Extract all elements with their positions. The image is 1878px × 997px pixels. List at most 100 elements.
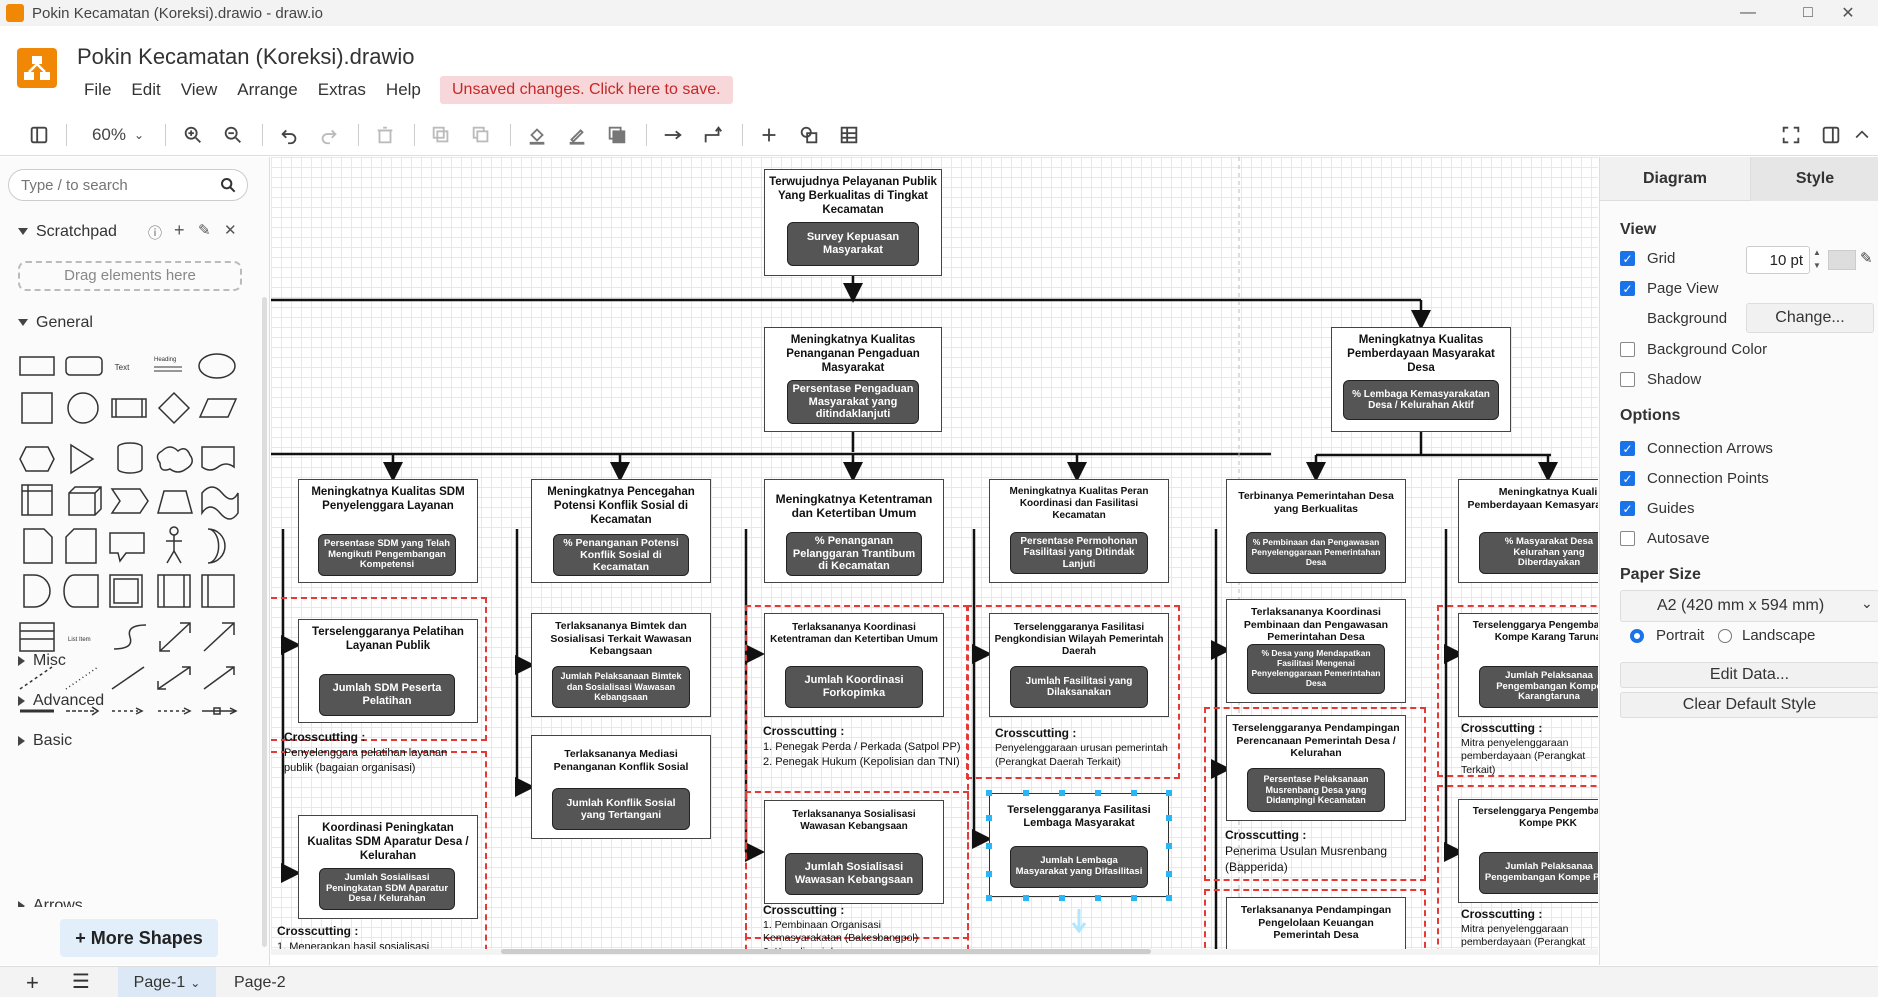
autosave-checkbox[interactable]: Autosave (1620, 530, 1710, 547)
format-panel-toggle-icon[interactable] (1818, 122, 1844, 148)
tab-diagram[interactable]: Diagram (1600, 157, 1750, 201)
edit-data-button[interactable]: Edit Data... (1620, 662, 1878, 688)
landscape-radio[interactable]: Landscape (1718, 627, 1815, 644)
minimize-icon[interactable]: — (1740, 4, 1756, 21)
node-indicator[interactable]: % Penanganan Pelanggaran Trantibum di Ke… (786, 532, 922, 576)
arrows-header[interactable]: Arrows (18, 897, 83, 907)
shadow-icon[interactable] (604, 122, 630, 148)
shape-search-input[interactable] (8, 169, 248, 201)
change-background-button[interactable]: Change... (1746, 303, 1874, 333)
clear-default-style-button[interactable]: Clear Default Style (1620, 692, 1878, 718)
node-indicator[interactable]: Persentase Pelaksanaan Musrenbang Desa y… (1247, 768, 1385, 812)
general-header[interactable]: General (18, 314, 93, 332)
node-indicator[interactable]: Jumlah Pelaksanaan Bimtek dan Sosialisas… (552, 666, 690, 708)
node-indicator[interactable]: Persentase SDM yang Telah Mengikuti Peng… (318, 534, 456, 576)
menu-view[interactable]: View (180, 80, 218, 99)
menu-arrange[interactable]: Arrange (237, 80, 298, 99)
node-d4a[interactable]: Terselenggaranya Fasilitasi Pengkondisia… (989, 613, 1169, 717)
node-c4[interactable]: Meningkatnya Kualitas Peran Koordinasi d… (989, 479, 1169, 583)
to-back-icon[interactable] (468, 122, 494, 148)
collapse-chevron-up-icon[interactable] (1852, 122, 1872, 148)
search-icon[interactable] (220, 177, 236, 193)
node-c6[interactable]: Meningkatnya Kuali Pemberdayaan Kemasyar… (1458, 479, 1598, 583)
paper-size-select[interactable]: A2 (420 mm x 594 mm)⌄ (1620, 590, 1878, 622)
sidebar-scrollbar[interactable] (262, 297, 267, 947)
grid-size-stepper[interactable]: ▲▼ (1813, 248, 1821, 270)
node-l2a[interactable]: Meningkatnya Kualitas Penanganan Pengadu… (764, 327, 942, 432)
node-d3a[interactable]: Terlaksananya Koordinasi Ketentraman dan… (764, 613, 944, 717)
node-indicator[interactable]: Jumlah Sosialisasi Peningkatan SDM Apara… (319, 868, 455, 910)
node-d5b[interactable]: Terselenggaranya Pendampingan Perencanaa… (1226, 715, 1406, 821)
close-icon[interactable]: ✕ (1841, 5, 1855, 22)
node-indicator[interactable]: Jumlah Fasilitasi yang Dilaksanakan (1010, 666, 1148, 708)
node-indicator[interactable]: Survey Kepuasan Masyarakat (787, 222, 919, 266)
node-indicator[interactable]: Jumlah SDM Peserta Pelatihan (319, 674, 455, 716)
sidebar-toggle-icon[interactable] (26, 122, 52, 148)
guides-checkbox[interactable]: ✓Guides (1620, 500, 1695, 517)
node-indicator[interactable]: Jumlah Konflik Sosial yang Tertangani (552, 788, 690, 830)
undo-icon[interactable] (276, 122, 302, 148)
node-l2b[interactable]: Meningkatnya Kualitas Pemberdayaan Masya… (1331, 327, 1511, 432)
node-d2a[interactable]: Terlaksananya Bimtek dan Sosialisasi Ter… (531, 613, 711, 717)
node-indicator[interactable]: Jumlah Koordinasi Forkopimka (785, 666, 923, 708)
menu-help[interactable]: Help (385, 80, 421, 99)
node-indicator[interactable]: Persentase Permohonan Fasilitasi yang Di… (1010, 532, 1148, 574)
more-shapes-button[interactable]: + More Shapes (60, 919, 218, 957)
node-d4b-selected[interactable]: Terselenggaranya Fasilitasi Lembaga Masy… (989, 793, 1169, 897)
connection-arrows-checkbox[interactable]: ✓Connection Arrows (1620, 440, 1773, 457)
node-indicator[interactable]: % Pembinaan dan Pengawasan Penyelenggara… (1246, 532, 1386, 574)
connection-straight-icon[interactable] (660, 122, 686, 148)
node-d3b[interactable]: Terlaksananya Sosialisasi Wawasan Kebang… (764, 800, 944, 904)
node-d2b[interactable]: Terlaksananya Mediasi Penanganan Konflik… (531, 735, 711, 839)
fullscreen-icon[interactable] (1778, 122, 1804, 148)
node-d6b[interactable]: Terselenggarya Pengembangan Kompe PKK Ju… (1458, 799, 1598, 903)
zoom-dropdown[interactable]: 60%⌄ (86, 122, 150, 148)
node-c2[interactable]: Meningkatnya Pencegahan Potensi Konflik … (531, 479, 711, 583)
insert-plus-icon[interactable] (756, 122, 782, 148)
node-d1b[interactable]: Koordinasi Peningkatan Kualitas SDM Apar… (298, 815, 478, 919)
add-icon[interactable]: + (174, 220, 185, 240)
misc-header[interactable]: Misc (18, 652, 66, 670)
document-title[interactable]: Pokin Kecamatan (Koreksi).drawio (77, 44, 415, 69)
menu-edit[interactable]: Edit (131, 80, 161, 99)
tab-style[interactable]: Style (1750, 157, 1878, 201)
waypoints-icon[interactable] (700, 122, 726, 148)
zoom-out-icon[interactable] (220, 122, 246, 148)
node-d1a[interactable]: Terselenggaranya Pelatihan Layanan Publi… (298, 619, 478, 723)
help-icon[interactable]: ⓘ (148, 225, 162, 241)
tab-page-1[interactable]: Page-1⌄ (118, 967, 216, 997)
basic-header[interactable]: Basic (18, 732, 72, 750)
node-indicator[interactable]: Persentase Pengaduan Masyarakat yang dit… (787, 380, 919, 424)
menu-extras[interactable]: Extras (317, 80, 366, 99)
node-c3[interactable]: Meningkatnya Ketentraman dan Ketertiban … (764, 479, 944, 583)
delete-icon[interactable] (372, 122, 398, 148)
node-indicator[interactable]: Jumlah Sosialisasi Wawasan Kebangsaan (785, 853, 923, 895)
node-indicator[interactable]: Jumlah Pelaksanaa Pengembangan Kompe Kar… (1479, 666, 1598, 708)
eyedropper-icon[interactable]: ✎ (1860, 250, 1873, 267)
node-c5[interactable]: Terbinanya Pemerintahan Desa yang Berkua… (1226, 479, 1406, 583)
node-indicator[interactable]: % Lembaga Kemasyarakatan Desa / Keluraha… (1343, 380, 1499, 420)
shadow-checkbox[interactable]: Shadow (1620, 371, 1701, 388)
connection-points-checkbox[interactable]: ✓Connection Points (1620, 470, 1769, 487)
pages-menu-icon[interactable]: ☰ (72, 971, 90, 993)
table-icon[interactable] (836, 122, 862, 148)
scratchpad-dropzone[interactable]: Drag elements here (18, 261, 242, 291)
node-c1[interactable]: Meningkatnya Kualitas SDM Penyelenggara … (298, 479, 478, 583)
diagram-canvas[interactable]: Terwujudnya Pelayanan Publik Yang Berkua… (271, 157, 1598, 955)
node-indicator[interactable]: % Masyarakat Desa Kelurahan yang Diberda… (1479, 532, 1598, 574)
shapes-icon[interactable] (796, 122, 822, 148)
line-color-icon[interactable] (564, 122, 590, 148)
node-d5c[interactable]: Terlaksananya Pendampingan Pengelolaan K… (1226, 897, 1406, 955)
edit-pencil-icon[interactable]: ✎ (198, 222, 211, 239)
background-color-checkbox[interactable]: Background Color (1620, 341, 1767, 358)
fill-color-icon[interactable] (524, 122, 550, 148)
scratchpad-header[interactable]: Scratchpad (18, 223, 117, 241)
unsaved-changes-button[interactable]: Unsaved changes. Click here to save. (440, 76, 733, 104)
grid-color-swatch[interactable] (1828, 250, 1856, 270)
canvas-scrollbar-h[interactable] (271, 949, 1598, 955)
maximize-icon[interactable]: □ (1803, 4, 1813, 21)
redo-icon[interactable] (316, 122, 342, 148)
node-indicator[interactable]: % Desa yang Mendapatkan Fasilitasi Menge… (1247, 644, 1385, 694)
grid-checkbox[interactable]: ✓Grid (1620, 250, 1675, 267)
node-indicator[interactable]: Jumlah Pelaksanaa Pengembangan Kompe PKK (1479, 852, 1598, 894)
